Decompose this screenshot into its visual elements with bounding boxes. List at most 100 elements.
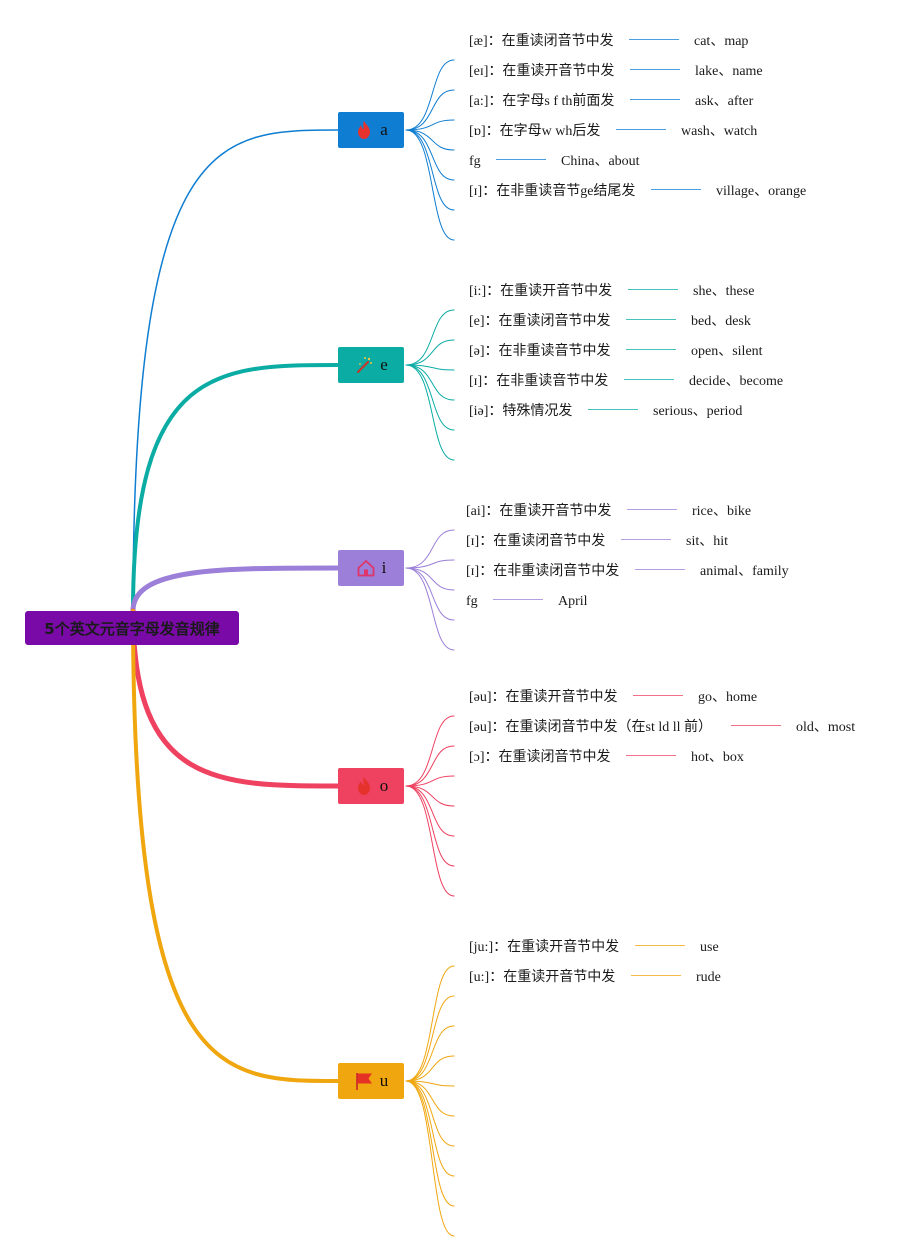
branch-topic-label: e <box>380 355 388 374</box>
example-connector <box>626 349 676 350</box>
leaf-connector <box>405 129 455 241</box>
rule-text[interactable]: [ɪ]：在非重读音节中发 <box>469 374 609 389</box>
example-words[interactable]: rice、bike <box>692 504 752 519</box>
rule-text[interactable]: [ɔ]：在重读闭音节中发 <box>469 750 611 765</box>
root-topic-label: 5个英文元音字母发音规律 <box>44 619 220 638</box>
example-words[interactable]: decide、become <box>689 374 784 389</box>
leaf-connector <box>405 1080 455 1147</box>
example-words[interactable]: she、these <box>693 284 755 299</box>
rule-text[interactable]: [ə]：在非重读音节中发 <box>469 344 611 359</box>
branch-connector <box>130 608 341 789</box>
leaf-connector <box>405 775 455 787</box>
leaf-connector <box>405 715 455 787</box>
example-words[interactable]: open、silent <box>691 344 763 359</box>
example-words[interactable]: wash、watch <box>681 124 758 139</box>
example-words[interactable]: hot、box <box>691 750 744 765</box>
branch-topic-i[interactable]: i <box>338 550 404 586</box>
example-connector <box>628 289 678 290</box>
leaf-connector <box>405 339 455 366</box>
rule-text[interactable]: [ju:]：在重读开音节中发 <box>469 940 620 955</box>
leaf-connector <box>405 567 455 621</box>
rule-text[interactable]: fg <box>469 154 481 169</box>
example-connector <box>629 39 679 40</box>
example-connector <box>624 379 674 380</box>
rule-text[interactable]: [a:]：在字母s f th前面发 <box>469 94 615 109</box>
fire-icon <box>354 120 374 140</box>
example-words[interactable]: sit、hit <box>686 534 729 549</box>
example-connector <box>616 129 666 130</box>
example-words[interactable]: cat、map <box>694 34 749 49</box>
branch-connector <box>131 363 340 613</box>
leaf-connector <box>405 129 455 151</box>
leaf-connector <box>405 1025 455 1082</box>
rule-text[interactable]: [əu]：在重读闭音节中发（在st ld ll 前） <box>469 720 713 735</box>
rule-text[interactable]: [e]：在重读闭音节中发 <box>469 314 611 329</box>
branch-topic-u[interactable]: u <box>338 1063 404 1099</box>
example-words[interactable]: lake、name <box>695 64 763 79</box>
example-connector <box>588 409 638 410</box>
leaf-connector <box>405 119 455 131</box>
example-connector <box>731 725 781 726</box>
example-words[interactable]: serious、period <box>653 404 743 419</box>
example-connector <box>631 975 681 976</box>
leaf-connector <box>405 129 455 211</box>
rule-text[interactable]: [ɪ]：在重读闭音节中发 <box>466 534 606 549</box>
leaf-connector <box>405 129 455 181</box>
example-connector <box>633 695 683 696</box>
leaf-connector <box>405 59 455 131</box>
example-words[interactable]: old、most <box>796 720 856 735</box>
branch-connector <box>131 609 340 1083</box>
example-words[interactable]: go、home <box>698 690 758 705</box>
rule-text[interactable]: [i:]：在重读开音节中发 <box>469 284 613 299</box>
example-words[interactable]: village、orange <box>716 184 807 199</box>
leaf-connector <box>405 1080 455 1237</box>
rule-text[interactable]: [iə]：特殊情况发 <box>469 404 573 419</box>
example-connector <box>626 319 676 320</box>
leaf-connector <box>405 785 455 807</box>
root-topic[interactable]: 5个英文元音字母发音规律 <box>25 611 239 645</box>
example-words[interactable]: ask、after <box>695 94 754 109</box>
example-words[interactable]: April <box>558 594 588 609</box>
leaf-connector <box>405 309 455 366</box>
branch-topic-o[interactable]: o <box>338 768 404 804</box>
rule-text[interactable]: [ai]：在重读开音节中发 <box>466 504 612 519</box>
leaf-connector <box>405 559 455 569</box>
rule-text[interactable]: fg <box>466 594 478 609</box>
rule-text[interactable]: [æ]：在重读闭音节中发 <box>469 34 614 49</box>
rule-text[interactable]: [əu]：在重读开音节中发 <box>469 690 618 705</box>
leaf-connector <box>405 1080 455 1117</box>
fire-icon <box>354 776 374 796</box>
rule-text[interactable]: [ɪ]：在非重读音节ge结尾发 <box>469 184 636 199</box>
example-connector <box>496 159 546 160</box>
leaf-connector <box>405 364 455 401</box>
example-connector <box>635 569 685 570</box>
rule-text[interactable]: [ɒ]：在字母w wh后发 <box>469 124 601 139</box>
example-connector <box>630 99 680 100</box>
example-words[interactable]: animal、family <box>700 564 789 579</box>
rule-text[interactable]: [eɪ]：在重读开音节中发 <box>469 64 615 79</box>
example-words[interactable]: use <box>700 940 719 955</box>
leaf-connector <box>405 785 455 837</box>
example-connector <box>621 539 671 540</box>
branch-topic-e[interactable]: e <box>338 347 404 383</box>
example-words[interactable]: rude <box>696 970 721 985</box>
example-connector <box>651 189 701 190</box>
home-icon <box>356 558 376 578</box>
magic-wand-icon <box>354 355 374 375</box>
branch-connector <box>132 129 339 612</box>
rule-text[interactable]: [ɪ]：在非重读闭音节中发 <box>466 564 620 579</box>
branch-topic-a[interactable]: a <box>338 112 404 148</box>
leaf-connector <box>405 1055 455 1082</box>
leaf-connector <box>405 567 455 591</box>
branch-connector <box>130 565 341 614</box>
leaf-connector <box>405 567 455 651</box>
example-connector <box>493 599 543 600</box>
leaf-connector <box>405 995 455 1082</box>
branch-topic-label: o <box>379 776 389 795</box>
rule-text[interactable]: [u:]：在重读开音节中发 <box>469 970 616 985</box>
example-words[interactable]: bed、desk <box>691 314 751 329</box>
branch-topic-label: a <box>380 120 388 139</box>
example-words[interactable]: China、about <box>561 154 640 169</box>
leaf-connector <box>405 89 455 131</box>
